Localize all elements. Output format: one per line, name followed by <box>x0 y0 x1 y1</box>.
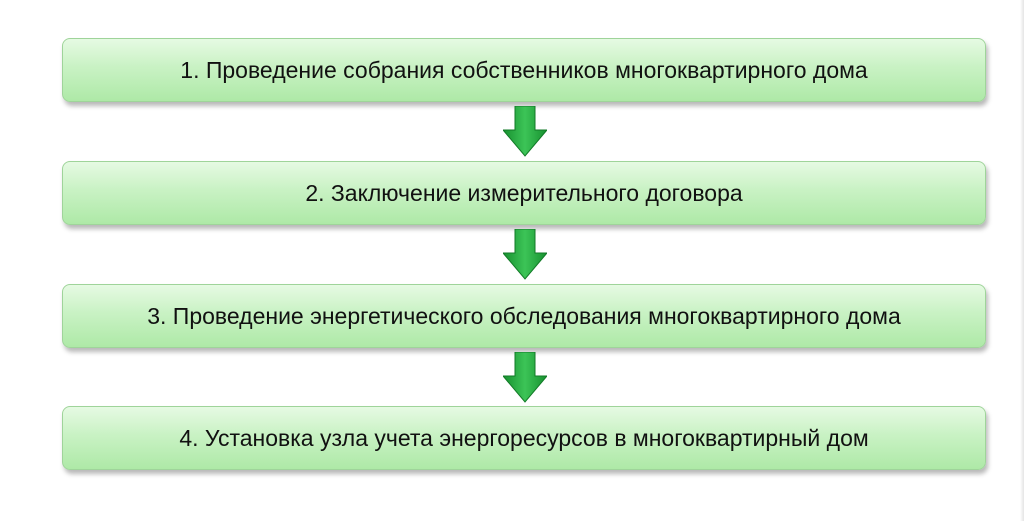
step-label-3: 3. Проведение энергетического обследован… <box>147 302 901 329</box>
step-box-3: 3. Проведение энергетического обследован… <box>62 284 986 348</box>
arrow-down-icon <box>503 106 547 157</box>
slide-edge <box>1020 0 1024 521</box>
step-label-2: 2. Заключение измерительного договора <box>305 179 743 206</box>
arrow-down-icon <box>503 352 547 403</box>
step-label-4: 4. Установка узла учета энергоресурсов в… <box>179 424 869 451</box>
arrow-down-icon <box>503 229 547 280</box>
step-label-1: 1. Проведение собрания собственников мно… <box>180 56 868 83</box>
step-box-1: 1. Проведение собрания собственников мно… <box>62 38 986 102</box>
step-box-4: 4. Установка узла учета энергоресурсов в… <box>62 406 986 470</box>
step-box-2: 2. Заключение измерительного договора <box>62 161 986 225</box>
